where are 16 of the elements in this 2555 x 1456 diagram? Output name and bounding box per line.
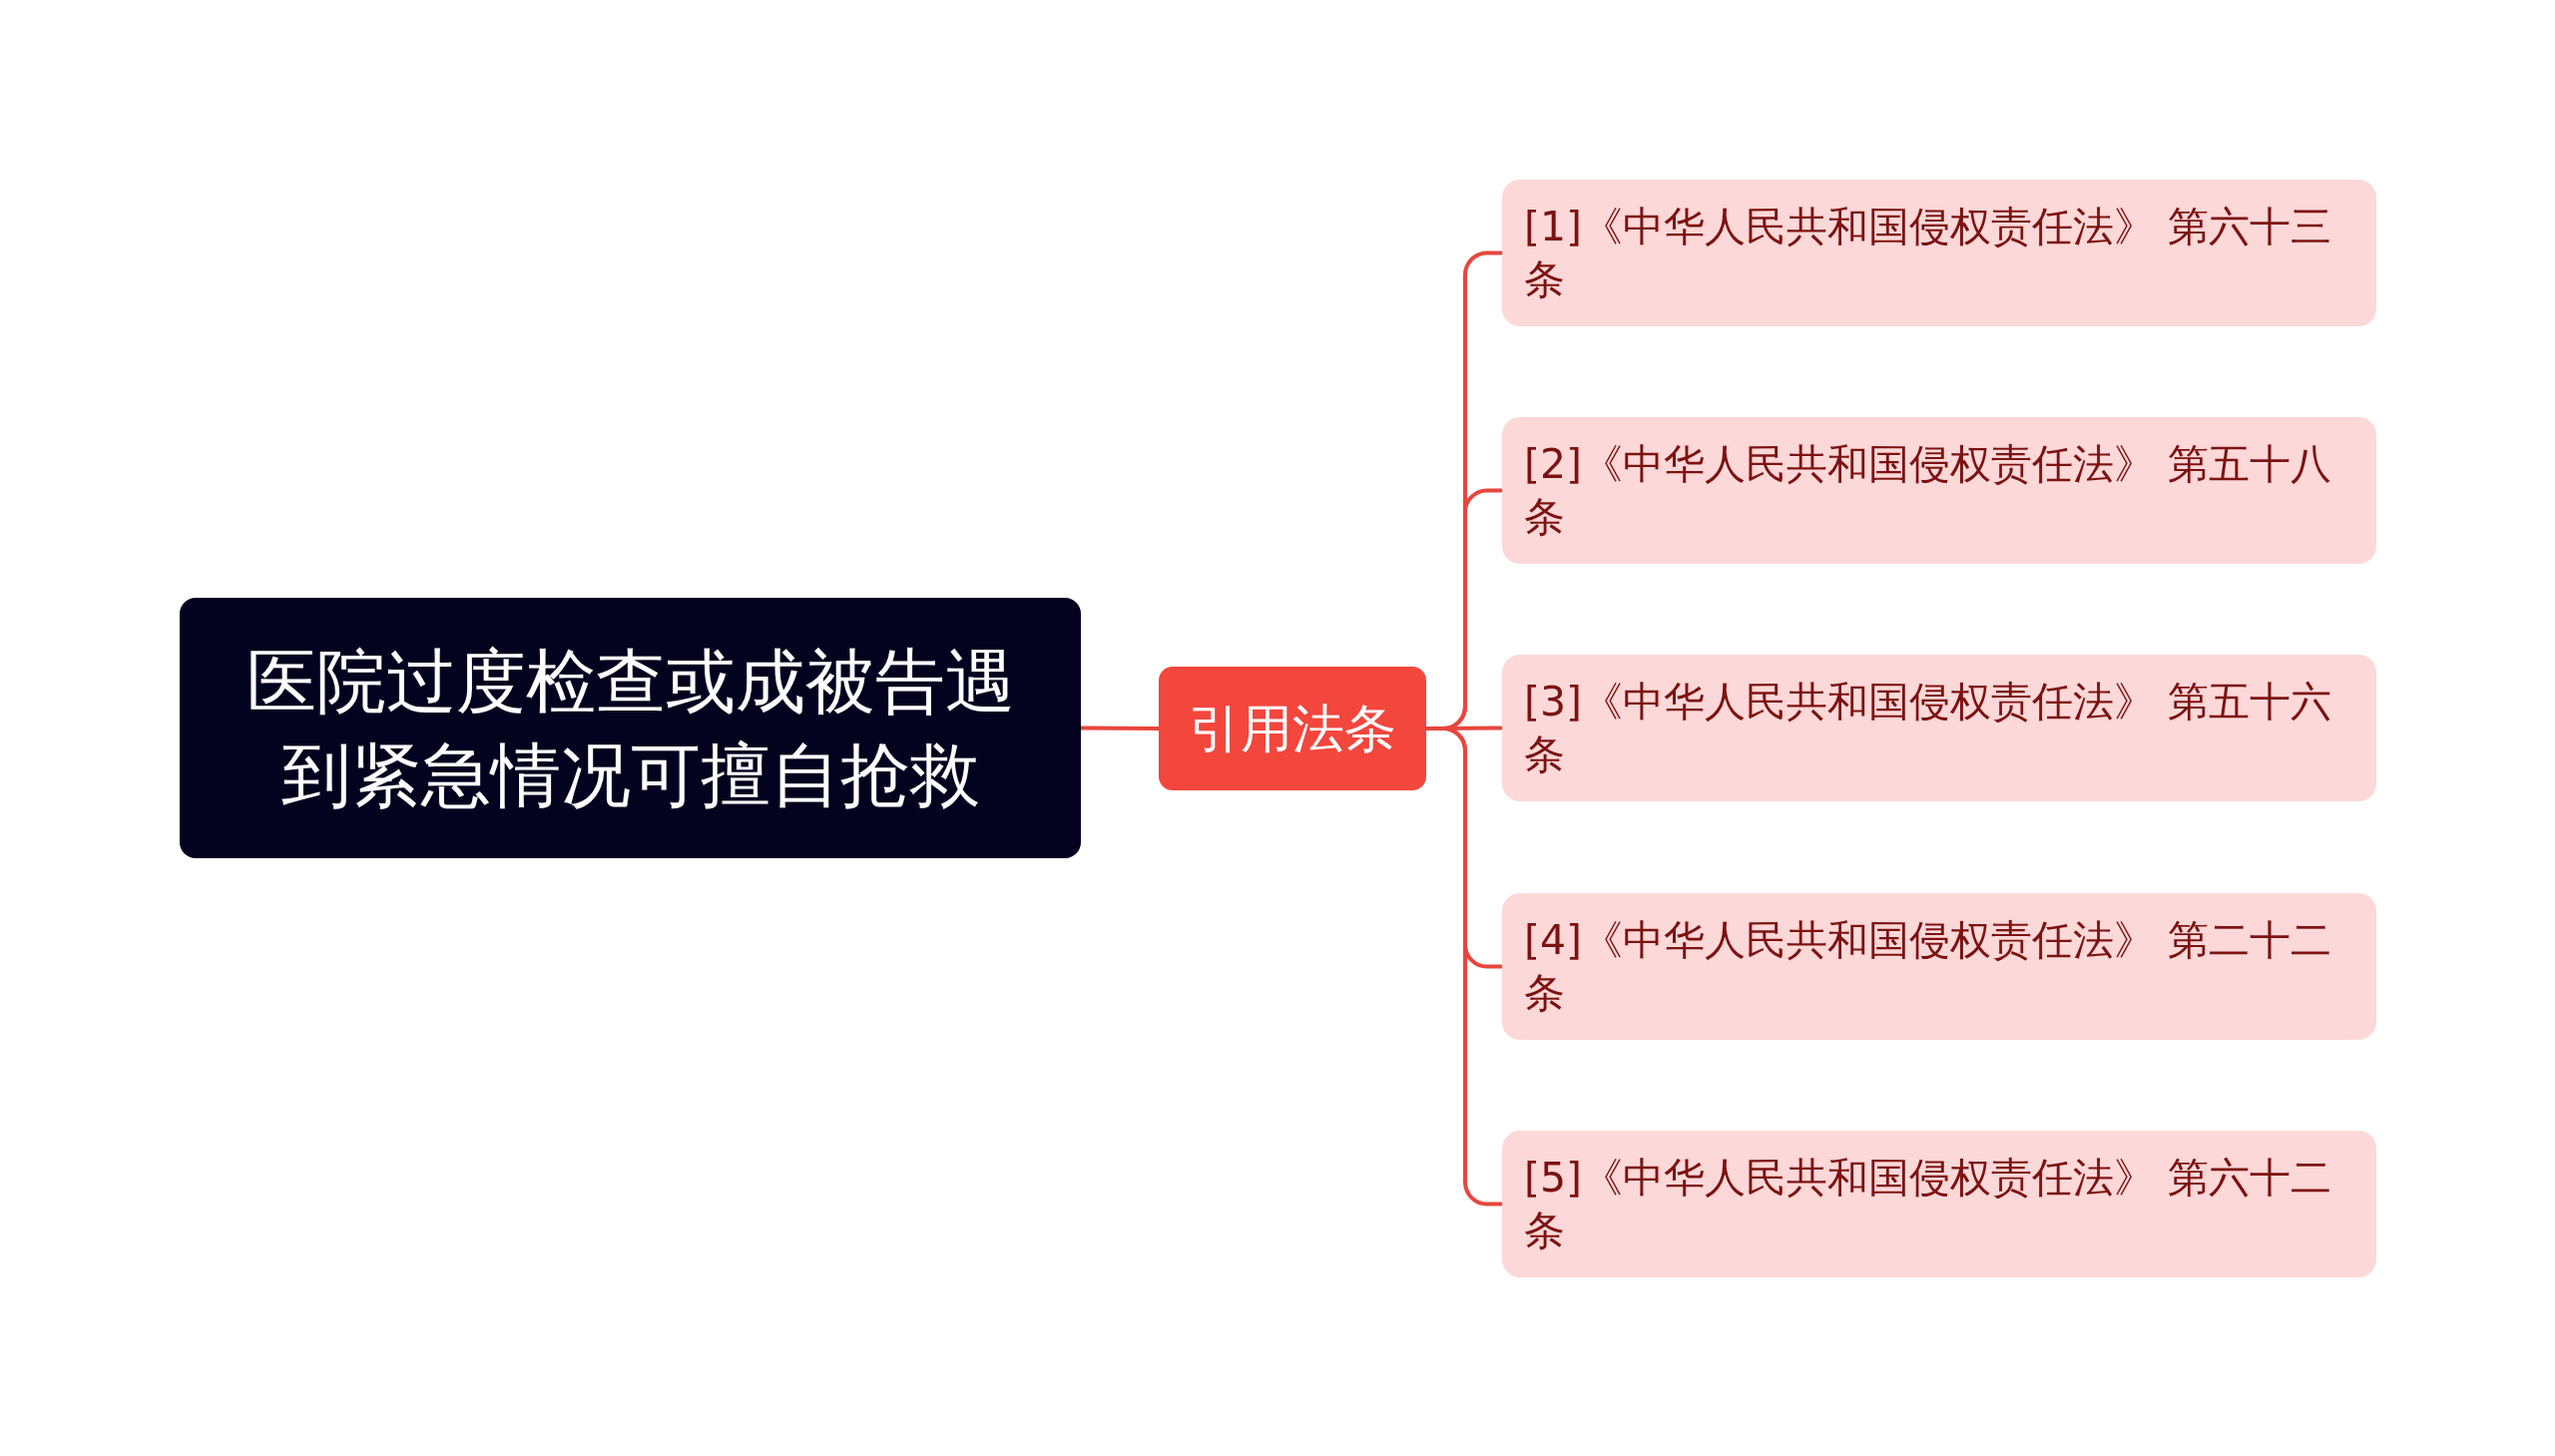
topic-text: [3]《中华人民共和国侵权责任法》 第五十六条	[1524, 676, 2333, 780]
citation-box	[1502, 180, 2376, 326]
citation-box	[1502, 893, 2376, 1040]
topic-text: 医院过度检查或成被告遇到紧急情况可擅自抢救	[245, 639, 1016, 818]
topic-text: [2]《中华人民共和国侵权责任法》 第五十八条	[1524, 438, 2333, 543]
topic-text: [4]《中华人民共和国侵权责任法》 第二十二条	[1524, 914, 2333, 1019]
topic-text: [1]《中华人民共和国侵权责任法》 第六十三条	[1524, 201, 2333, 305]
connector-line	[1426, 727, 1502, 1207]
subtopic-box	[1159, 667, 1426, 790]
citation-box	[1502, 1131, 2376, 1277]
central-topic-box	[180, 598, 1081, 858]
connector-line	[1081, 726, 1159, 730]
topic-text: [5]《中华人民共和国侵权责任法》 第六十二条	[1524, 1152, 2333, 1256]
topic-text: 引用法条	[1189, 698, 1396, 760]
citation-box	[1502, 417, 2376, 564]
citation-box	[1502, 655, 2376, 801]
